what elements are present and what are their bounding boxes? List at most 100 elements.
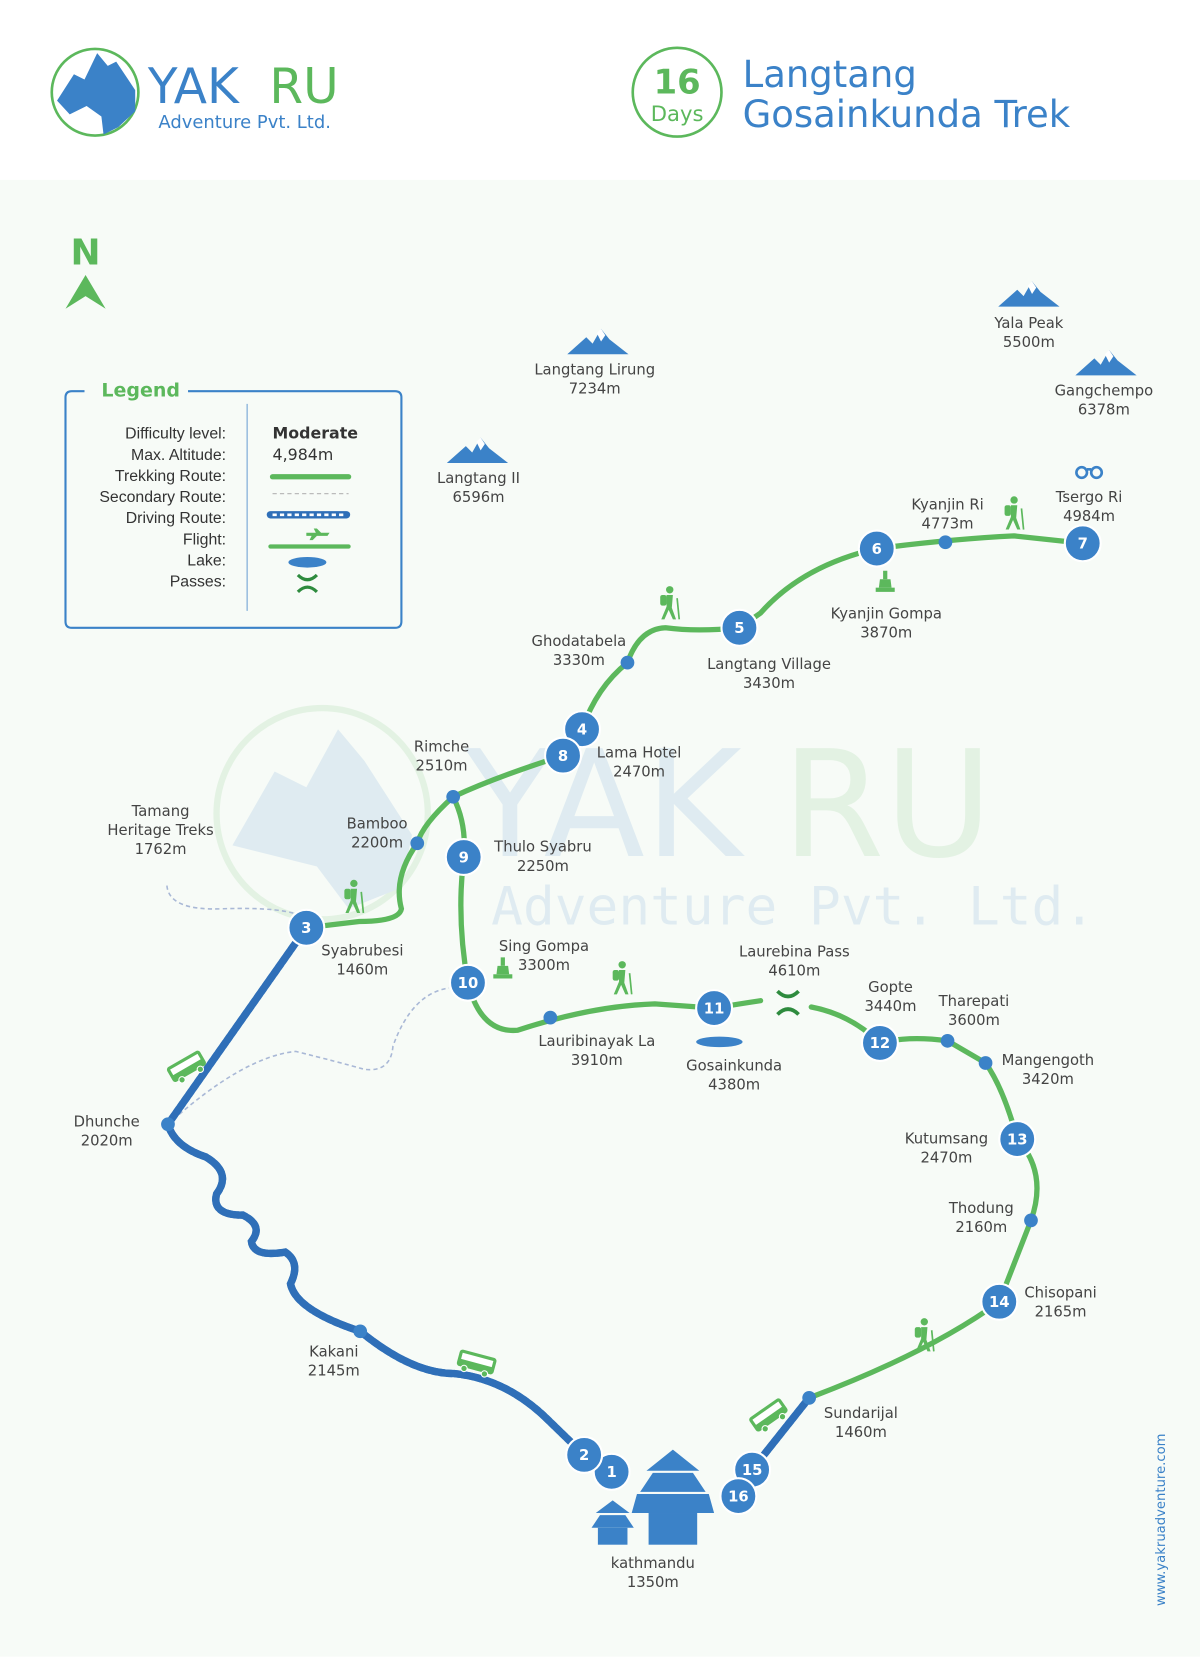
secondary-routes xyxy=(166,885,450,1125)
legend-label: Flight: xyxy=(183,531,226,548)
brand-name-ru: RU xyxy=(269,59,338,115)
place-name: Tharepati xyxy=(938,993,1010,1010)
waypoint-dot xyxy=(161,1117,175,1132)
peak-altitude: 6596m xyxy=(453,489,505,506)
place-altitude: 3440m xyxy=(865,998,917,1015)
bus-icon xyxy=(749,1398,788,1433)
place-name: Sing Gompa xyxy=(499,938,589,955)
brand-tagline: Adventure Pvt. Ltd. xyxy=(158,112,330,133)
place-name: Kyanjin Ri xyxy=(911,496,983,513)
day-stop-2: 2 xyxy=(565,1435,604,1474)
place-name: Kakani xyxy=(309,1344,358,1361)
place-kyanjin-gompa: Kyanjin Gompa 3870m xyxy=(831,605,942,641)
place-name: kathmandu xyxy=(611,1555,695,1572)
place-name: Kyanjin Gompa xyxy=(831,605,942,622)
place-altitude: 4984m xyxy=(1063,508,1115,525)
svg-text:YAK: YAK xyxy=(464,719,746,891)
lake-icon xyxy=(288,557,327,568)
mountain-peak-icon xyxy=(567,328,629,355)
north-label: N xyxy=(71,232,101,273)
difficulty-value: Moderate xyxy=(273,424,358,443)
trekker-icon xyxy=(660,586,681,620)
svg-text:RU: RU xyxy=(782,719,993,891)
place-sundarijal: Sundarijal 1460m xyxy=(824,1405,898,1441)
legend-label: Secondary Route: xyxy=(99,489,226,506)
trekker-icon xyxy=(612,961,633,995)
peak-altitude: 7234m xyxy=(569,380,621,397)
waypoint-dot xyxy=(446,789,461,804)
binoculars-icon xyxy=(1075,465,1104,480)
place-altitude: 2165m xyxy=(1035,1304,1087,1321)
mountain-peak-icon xyxy=(1075,349,1137,376)
place-name: Gopte xyxy=(868,979,913,996)
kathmandu-temple-icon xyxy=(591,1449,715,1545)
legend-label: Difficulty level: xyxy=(125,426,226,443)
day-number: 9 xyxy=(459,849,469,866)
day-number: 15 xyxy=(742,1462,763,1479)
trekker-icon xyxy=(914,1318,935,1352)
day-stop-4: 4 xyxy=(563,710,602,749)
day-stop-13: 13 xyxy=(998,1120,1037,1159)
waypoint-dot xyxy=(802,1391,817,1405)
place-altitude: 3330m xyxy=(553,652,605,669)
place-altitude: 1460m xyxy=(835,1424,887,1441)
stupa-monastery-icon xyxy=(875,570,895,592)
days-label: Days xyxy=(651,101,704,126)
place-name: Syabrubesi xyxy=(321,942,403,959)
legend: Legend Difficulty level:Max. Altitude:Tr… xyxy=(64,379,403,629)
place-altitude: 4773m xyxy=(922,515,974,532)
place-kyanjin-ri: Kyanjin Ri 4773m xyxy=(911,496,983,532)
brand-name-yak: YAK xyxy=(147,59,240,115)
day-stop-11: 11 xyxy=(695,989,734,1028)
place-altitude: 1762m xyxy=(135,841,187,858)
place-altitude: 2250m xyxy=(517,858,569,875)
place-name: Bamboo xyxy=(347,815,408,832)
place-altitude: 2020m xyxy=(81,1132,133,1149)
days-number: 16 xyxy=(654,62,701,101)
bus-icon xyxy=(166,1050,206,1084)
legend-label: Driving Route: xyxy=(126,510,226,527)
trekker-icon xyxy=(344,879,365,914)
day-number: 3 xyxy=(301,920,311,937)
place-name: Ghodatabela xyxy=(532,633,627,650)
waypoint-dot xyxy=(620,655,635,670)
legend-label: Trekking Route: xyxy=(115,468,226,485)
place-name: Lama Hotel xyxy=(597,745,682,762)
legend-label: Passes: xyxy=(170,574,226,591)
flight-plane-icon xyxy=(306,528,330,541)
place-dhunche: Dhunche 2020m xyxy=(74,1113,140,1149)
place-altitude: 3420m xyxy=(1022,1071,1074,1088)
place-gopte: Gopte 3440m xyxy=(865,979,917,1015)
place-name: Laurebina Pass xyxy=(739,943,850,960)
lake-icon xyxy=(696,1036,743,1048)
place-altitude: 3870m xyxy=(860,624,912,641)
svg-text:Adventure Pvt. Ltd.: Adventure Pvt. Ltd. xyxy=(491,877,1095,938)
place-name: Thodung xyxy=(948,1200,1014,1217)
place-altitude: 2200m xyxy=(351,835,403,852)
place-name: Rimche xyxy=(414,738,469,755)
peak-name: Gangchempo xyxy=(1055,382,1154,399)
pass-icon xyxy=(776,989,800,1016)
pass-icon xyxy=(296,573,319,594)
place-altitude: 3910m xyxy=(571,1052,623,1069)
day-stop-14: 14 xyxy=(980,1282,1019,1321)
day-stop-3: 3 xyxy=(287,908,326,947)
place-name: Mangengoth xyxy=(1002,1052,1095,1069)
place-altitude: 2145m xyxy=(308,1363,360,1380)
day-stop-1: 1 xyxy=(592,1452,631,1491)
place-name: Langtang Village xyxy=(707,656,831,673)
day-number: 6 xyxy=(872,541,882,558)
place-name: Dhunche xyxy=(74,1113,140,1130)
day-number: 11 xyxy=(704,1000,725,1017)
mountain-peak-icon xyxy=(446,437,509,464)
waypoint-dot xyxy=(1024,1213,1038,1228)
place-altitude: 3600m xyxy=(948,1012,1000,1029)
place-name: Sundarijal xyxy=(824,1405,898,1422)
